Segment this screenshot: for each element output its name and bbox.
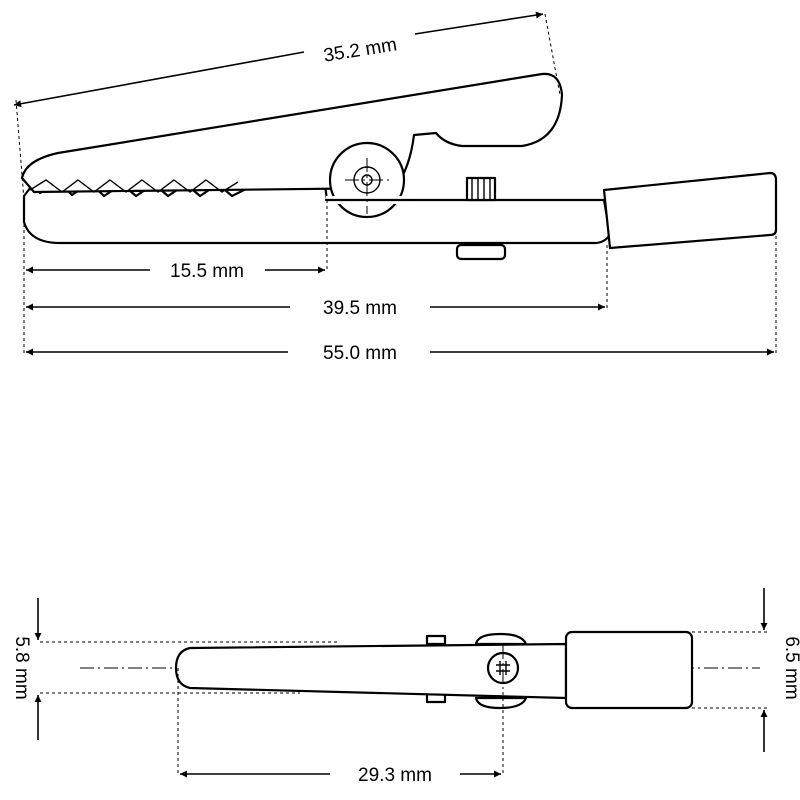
dim-label-overall-length: 55.0 mm	[323, 343, 397, 364]
ext-line-jaw-tip	[15, 99, 25, 201]
ext-line-jaw-end	[544, 13, 561, 96]
top-view: 5.8 mm 6.5 mm 29.3 mm	[11, 588, 800, 786]
insulator-boot	[602, 171, 778, 250]
dim-label-pivot-distance: 29.3 mm	[358, 765, 432, 786]
dim-label-body-length: 39.5 mm	[323, 298, 397, 319]
screw-threads	[471, 178, 491, 200]
top-clip-body	[174, 642, 568, 700]
pivot-boss	[328, 141, 406, 219]
upper-teeth	[29, 179, 239, 193]
top-tab-upper	[425, 634, 447, 646]
dim-label-jaw-length: 35.2 mm	[322, 34, 398, 66]
dim-label-boot-thickness: 6.5 mm	[781, 636, 800, 699]
upper-jaw	[20, 72, 564, 194]
side-view: 35.2 mm 15.5 mm 39.5 mm 55.0 mm	[13, 11, 778, 364]
dim-jaw-arrow-left	[13, 51, 305, 108]
top-lug-lower	[474, 696, 528, 710]
top-lug-upper	[474, 632, 528, 646]
dim-label-pivot-offset: 15.5 mm	[170, 261, 244, 282]
dim-label-jaw-thickness: 5.8 mm	[11, 636, 32, 699]
top-insulator-boot	[564, 630, 694, 710]
crimp-tab	[455, 243, 507, 261]
terminal-screw	[465, 176, 497, 202]
dim-jaw-arrow-right	[414, 11, 544, 35]
